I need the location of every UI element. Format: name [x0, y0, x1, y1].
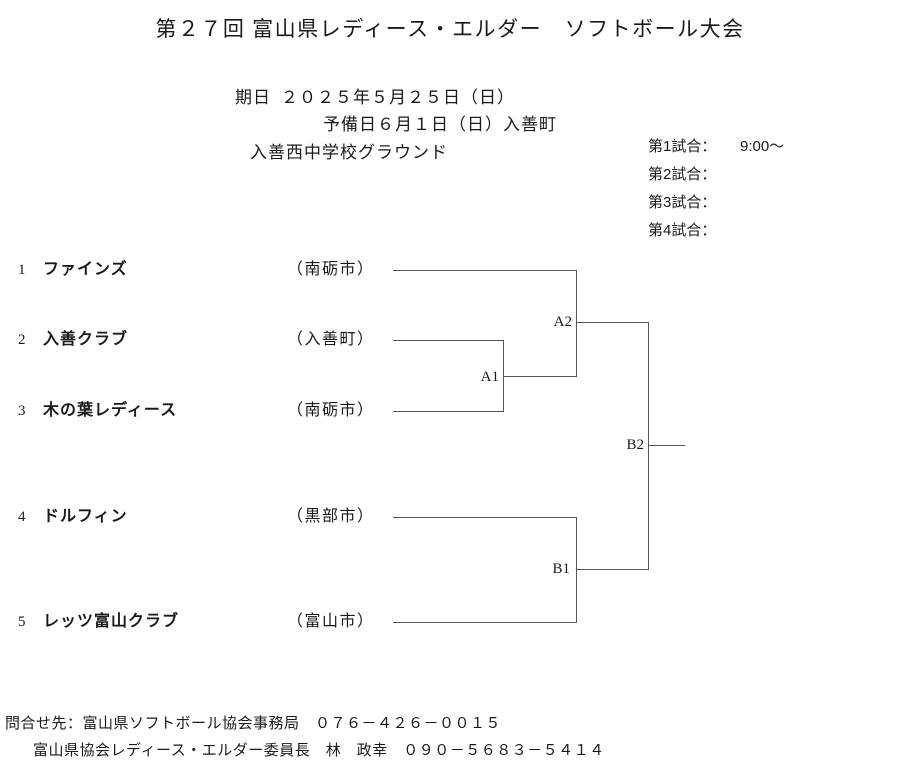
team-5-location: （富山市） [287, 613, 375, 630]
reserve-date: 予備日６月１日（日）入善町 [323, 115, 557, 134]
game-4-row: 第4試合： [648, 221, 716, 241]
bracket-connector-b1 [576, 517, 577, 623]
game-1-label: 第1試合： [648, 138, 717, 155]
bracket-line-b1-winner [576, 569, 649, 570]
team-row-1: 1 ファインズ （南砺市） [0, 259, 600, 281]
page-title: 第２７回 富山県レディース・エルダー ソフトボール大会 [155, 17, 745, 41]
team-row-5: 5 レッツ富山クラブ （富山市） [0, 611, 600, 633]
team-1-name: ファインズ [43, 261, 128, 278]
match-label-b1: B1 [552, 561, 570, 577]
venue: 入善西中学校グラウンド [250, 143, 448, 162]
game-1-time: 9:00～ [740, 138, 785, 155]
game-3-row: 第3試合： [648, 193, 716, 213]
bracket-line-b2-winner [648, 445, 685, 446]
game-2-label: 第2試合： [648, 166, 717, 183]
match-label-a2: A2 [553, 314, 572, 330]
team-4-location: （黒部市） [287, 508, 375, 525]
team-3-location: （南砺市） [287, 402, 375, 419]
team-2-seed: 2 [18, 332, 26, 348]
team-1-location: （南砺市） [287, 261, 375, 278]
team-2-location: （入善町） [287, 331, 375, 348]
bracket-connector-b2 [648, 322, 649, 570]
bracket-line-team1 [393, 270, 576, 271]
team-5-seed: 5 [18, 614, 26, 630]
date-label: 期日 [235, 88, 271, 107]
team-1-seed: 1 [18, 262, 26, 278]
date-value: ２０２５年５月２５日（日） [281, 88, 515, 107]
team-3-seed: 3 [18, 403, 26, 419]
game-2-row: 第2試合： [648, 165, 716, 185]
team-4-name: ドルフィン [43, 508, 128, 525]
team-2-name: 入善クラブ [43, 331, 129, 348]
team-5-name: レッツ富山クラブ [43, 613, 180, 630]
team-row-2: 2 入善クラブ （入善町） [0, 329, 600, 351]
match-label-a1: A1 [480, 369, 499, 385]
game-3-label: 第3試合： [648, 194, 717, 211]
bracket-connector-a2 [576, 270, 577, 377]
bracket-line-a1-winner [503, 376, 576, 377]
team-row-3: 3 木の葉レディース （南砺市） [0, 400, 600, 422]
bracket-line-a2-winner [576, 322, 649, 323]
game-1-row: 第1試合： 9:00～ [648, 137, 784, 157]
bracket-line-team2 [393, 340, 503, 341]
match-label-b2: B2 [626, 437, 644, 453]
team-4-seed: 4 [18, 509, 26, 525]
bracket-line-team5 [393, 622, 576, 623]
bracket-line-team3 [393, 411, 503, 412]
contact-line-1: 問合せ先：富山県ソフトボール協会事務局 ０７６－４２６－００１５ [5, 715, 502, 732]
team-3-name: 木の葉レディース [43, 402, 178, 419]
bracket-line-team4 [393, 517, 576, 518]
game-4-label: 第4試合： [648, 222, 717, 239]
team-row-4: 4 ドルフィン （黒部市） [0, 506, 600, 528]
contact-line-2: 富山県協会レディース・エルダー委員長 林 政幸 ０９０－５６８３－５４１４ [33, 742, 605, 759]
